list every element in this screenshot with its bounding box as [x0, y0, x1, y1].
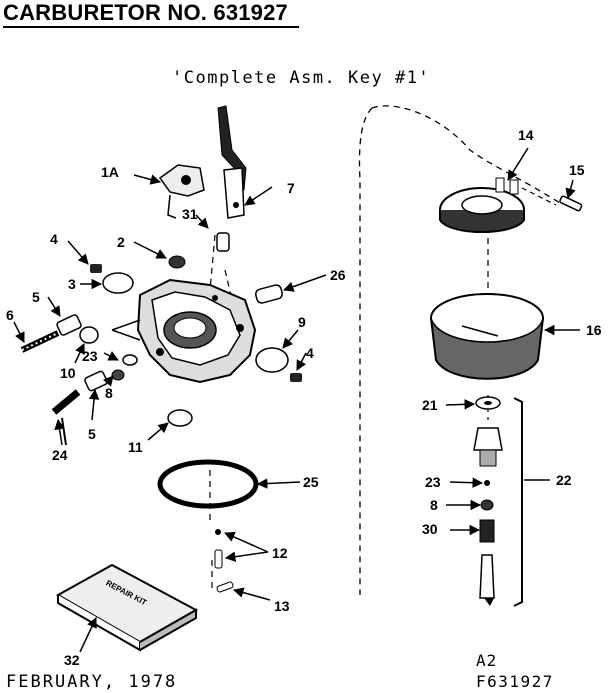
date-label: FEBRUARY, 1978: [6, 672, 178, 692]
label-4-left: 4: [50, 231, 58, 247]
part-number-labels: 1A 2 3 4 4 5 5 6 7 8 8 9 10 11 12 13 14 …: [6, 127, 602, 668]
label-12: 12: [272, 545, 288, 561]
repair-kit-envelope: REPAIR KIT: [55, 563, 199, 652]
label-15: 15: [569, 162, 585, 178]
label-16: 16: [586, 322, 602, 338]
leader-lines: [13, 147, 580, 653]
throttle-lever: [217, 105, 247, 219]
label-2: 2: [117, 234, 125, 250]
label-13: 13: [274, 598, 290, 614]
label-5-upper: 5: [32, 289, 40, 305]
needle-valve-group: [473, 396, 523, 607]
label-5-lower: 5: [88, 426, 96, 442]
label-8-right: 8: [430, 497, 438, 513]
assembly-boundary-dashed: [358, 105, 561, 595]
figure-number: F631927: [476, 672, 554, 691]
sheet-label: A2: [476, 651, 498, 670]
choke-lever: [158, 164, 205, 219]
float-top: [439, 177, 525, 233]
label-14: 14: [518, 127, 534, 143]
label-8-left: 8: [105, 385, 113, 401]
center-axis-dashed: [209, 234, 489, 590]
label-23-right: 23: [425, 474, 441, 490]
label-11: 11: [128, 439, 143, 455]
label-3: 3: [68, 276, 76, 292]
float-bowl: [430, 293, 544, 380]
label-1A: 1A: [101, 164, 119, 180]
label-22: 22: [556, 472, 572, 488]
label-30: 30: [422, 521, 438, 537]
pin-axis-dashed: [521, 187, 557, 206]
label-24: 24: [52, 447, 68, 463]
float-hinge-pin: [559, 195, 583, 212]
bowl-gasket: [157, 459, 259, 509]
label-23-left: 23: [82, 348, 98, 364]
carburetor-body: [111, 278, 257, 384]
title-underline: [3, 26, 299, 28]
label-26: 26: [330, 267, 346, 283]
label-4-right: 4: [306, 345, 314, 361]
label-31: 31: [182, 206, 198, 222]
label-10: 10: [60, 365, 76, 381]
assembly-subtitle: 'Complete Asm. Key #1': [172, 68, 431, 88]
label-6: 6: [6, 307, 14, 323]
label-32: 32: [64, 652, 80, 668]
label-7: 7: [287, 180, 295, 196]
label-21: 21: [422, 397, 438, 413]
label-25: 25: [303, 474, 319, 490]
diagram-title: CARBURETOR NO. 631927: [3, 0, 288, 25]
label-9: 9: [298, 314, 306, 330]
